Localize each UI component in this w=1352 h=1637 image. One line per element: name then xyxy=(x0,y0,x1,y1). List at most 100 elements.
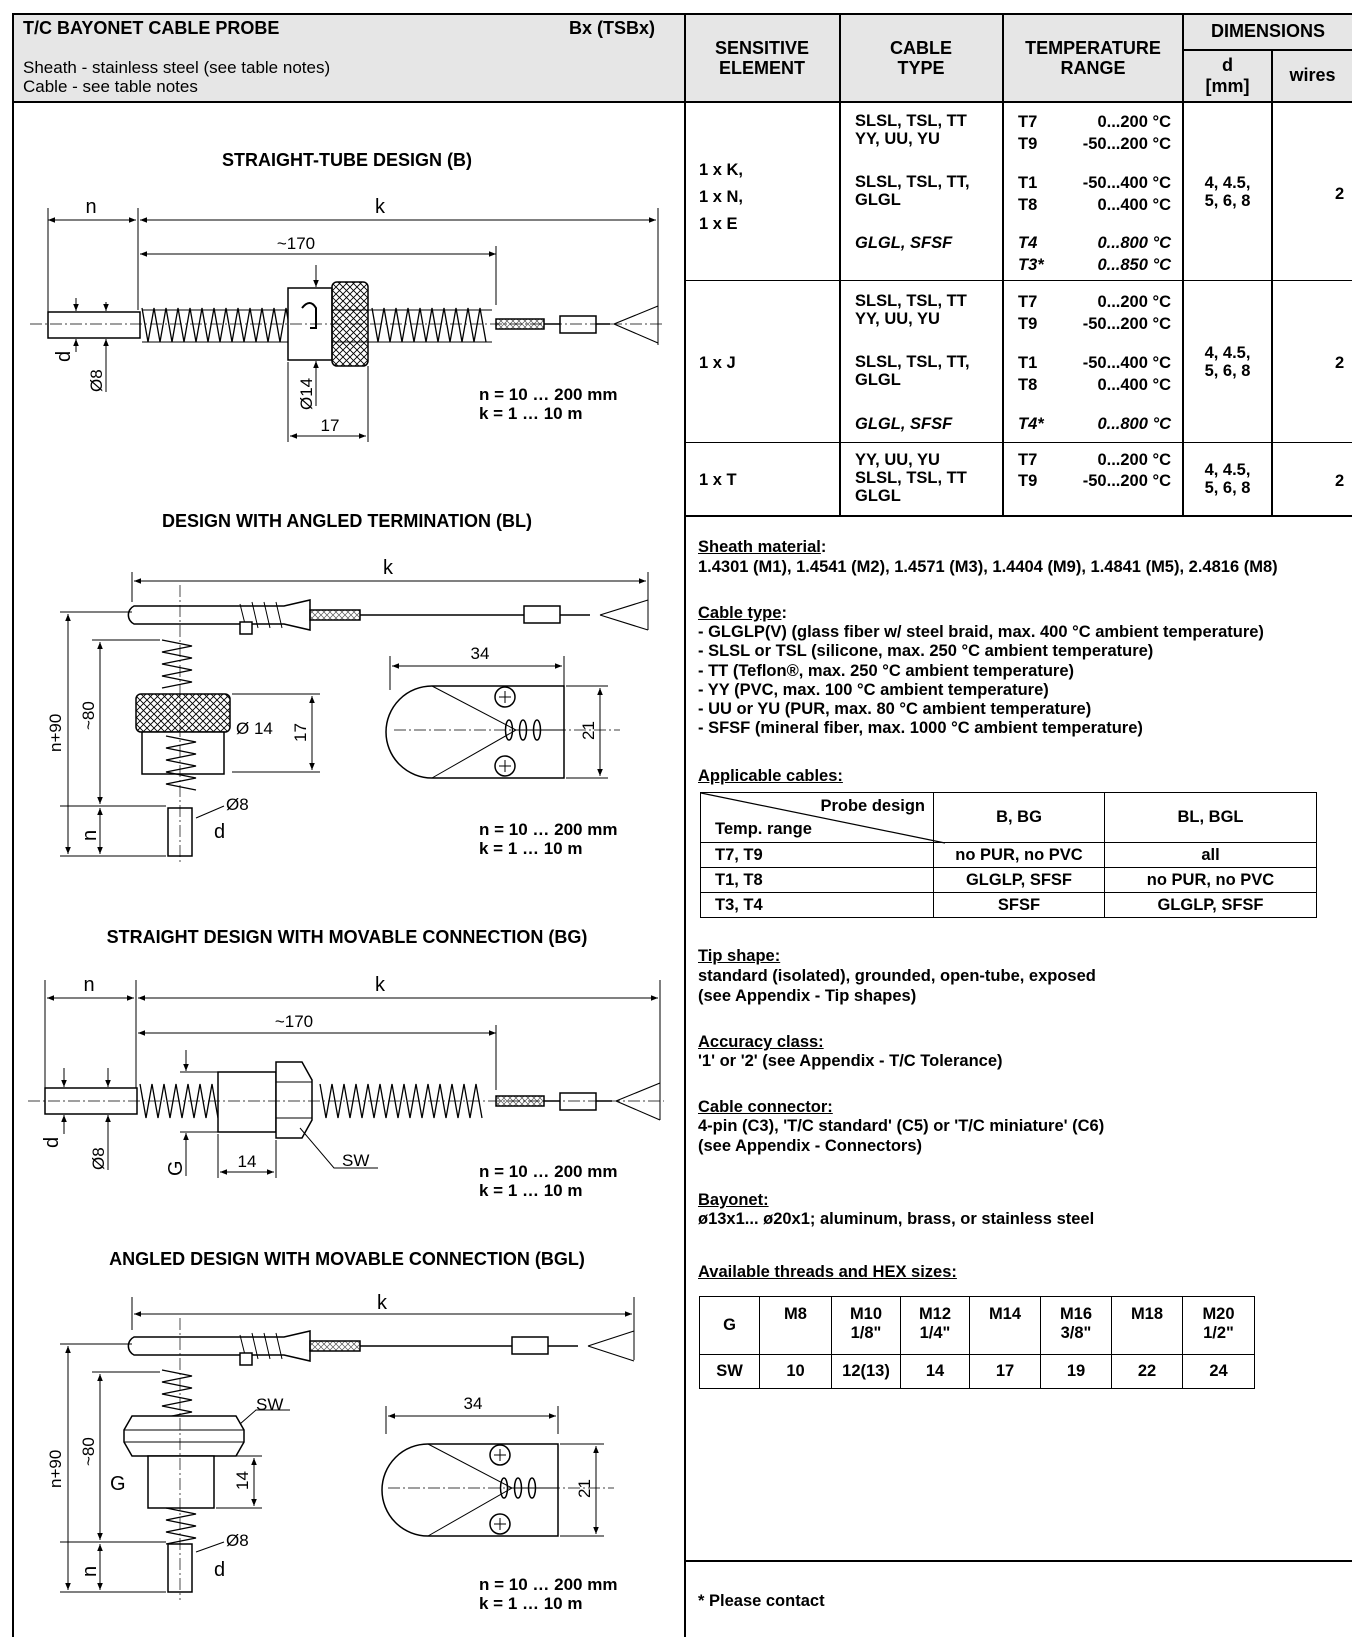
col-cable-1: CABLE xyxy=(890,38,952,58)
thread-value: M10 xyxy=(849,1305,883,1323)
drawing-b-k-range: k = 1 … 10 m xyxy=(479,404,582,423)
table-bottom-line xyxy=(684,515,1352,517)
row1-element-line: 1 x K, xyxy=(699,161,744,179)
drawing-bl-n90: n+90 xyxy=(46,714,65,752)
table-col-line xyxy=(1002,13,1004,516)
cable-line: SLSL, TSL, TT xyxy=(855,469,967,488)
drawing-bl-title: DESIGN WITH ANGLED TERMINATION (BL) xyxy=(162,511,532,531)
please-contact: * Please contact xyxy=(698,1592,825,1610)
row1-cable-a: SLSL, TSL, TT YY, UU, YU xyxy=(855,112,967,148)
drawing-bgl-21: 21 xyxy=(575,1479,594,1498)
thread-cell: M14 xyxy=(969,1296,1041,1355)
drawing-bl-n: n xyxy=(79,830,101,841)
col-sensitive-1: SENSITIVE xyxy=(714,38,810,58)
drawing-bl-21: 21 xyxy=(579,721,598,740)
cable-line: SLSL, TSL, TT, xyxy=(855,173,970,191)
cable-line: YY, UU, YU xyxy=(855,310,940,329)
g-label: G xyxy=(699,1296,760,1355)
cell: no PUR, no PVC xyxy=(933,842,1105,868)
drawing-bl-80: ~80 xyxy=(79,701,98,730)
drawing-bgl-80: ~80 xyxy=(79,1437,98,1466)
cell: T1, T8 xyxy=(700,867,934,893)
col-b-bg: B, BG xyxy=(933,792,1105,843)
drawing-b-n: n xyxy=(85,196,96,218)
thread-value: 1/4" xyxy=(919,1324,951,1342)
temp-range: 0...200 °C xyxy=(1097,113,1171,131)
drawing-bg-k: k xyxy=(375,974,386,996)
cell: SFSF xyxy=(933,892,1105,918)
cable-line: SLSL, TSL, TT xyxy=(855,292,967,310)
temp-code: T7 xyxy=(1018,113,1038,131)
temp-range: 0...850 °C xyxy=(1097,256,1171,274)
drawing-bgl-14: 14 xyxy=(233,1471,252,1490)
temp-range: 0...800 °C xyxy=(1097,415,1171,433)
tip-line: (see Appendix - Tip shapes) xyxy=(698,986,917,1005)
footer-line xyxy=(684,1560,1352,1562)
cell: T7, T9 xyxy=(700,842,934,868)
temp-code: T1 xyxy=(1018,354,1038,372)
temp-code: T9 xyxy=(1018,472,1038,490)
drawing-bl-d8: Ø8 xyxy=(226,795,249,814)
cable-subtitle: Cable - see table notes xyxy=(23,77,198,96)
sw-cell: 24 xyxy=(1182,1354,1255,1389)
cable-line: YY, UU, YU xyxy=(855,130,940,149)
temp-range: -50...400 °C xyxy=(1082,354,1171,372)
row1-d: 4, 4.5, 5, 6, 8 xyxy=(1184,174,1271,210)
cell: all xyxy=(1104,842,1317,868)
thread-cell: M18 xyxy=(1111,1296,1183,1355)
threads-heading: Available threads and HEX sizes: xyxy=(698,1263,957,1281)
note-heading: Sheath material xyxy=(698,538,821,556)
drawing-bl-d: d xyxy=(214,821,225,843)
temp-code: T8 xyxy=(1018,376,1038,394)
drawing-bg-170: ~170 xyxy=(275,1012,313,1031)
col-dimensions: DIMENSIONS xyxy=(1210,21,1325,41)
thread-value: M12 xyxy=(918,1305,952,1323)
row3-cable: YY, UU, YU SLSL, TSL, TT GLGL xyxy=(855,451,967,505)
cable-line: - SFSF (mineral fiber, max. 1000 °C ambi… xyxy=(698,719,1143,738)
drawing-b-d: d xyxy=(53,351,75,362)
temp-range: 0...200 °C xyxy=(1097,451,1171,469)
cell: GLGLP, SFSF xyxy=(933,867,1105,893)
drawing-b-170: ~170 xyxy=(277,234,315,253)
corner-bottom: Temp. range xyxy=(715,820,812,838)
accuracy-heading: Accuracy class: xyxy=(698,1033,824,1051)
connector-line: (see Appendix - Connectors) xyxy=(698,1136,922,1155)
temp-code: T7 xyxy=(1018,451,1038,469)
cable-line: SLSL, TSL, TT xyxy=(855,112,967,130)
temp-range: -50...200 °C xyxy=(1082,315,1171,333)
d-line: 5, 6, 8 xyxy=(1204,192,1251,211)
bayonet-heading: Bayonet: xyxy=(698,1191,769,1209)
drawing-bgl-sw: SW xyxy=(256,1395,283,1414)
thread-value: 3/8" xyxy=(1060,1324,1092,1342)
table-col-line xyxy=(1182,13,1184,516)
sheath-subtitle: Sheath - stainless steel (see table note… xyxy=(23,58,331,77)
thread-value: M8 xyxy=(784,1305,807,1323)
temp-range: -50...400 °C xyxy=(1082,174,1171,192)
thread-value: 1/2" xyxy=(1203,1324,1234,1342)
row2-cable-b: SLSL, TSL, TT, GLGL xyxy=(855,353,970,389)
connector-line: 4-pin (C3), 'T/C standard' (C5) or 'T/C … xyxy=(698,1117,1105,1135)
drawing-bg-sw: SW xyxy=(342,1151,369,1170)
product-code: Bx (TSBx) xyxy=(569,18,656,38)
row1-element: 1 x K, 1 x N, 1 x E xyxy=(699,157,743,238)
drawing-bl-d14: Ø 14 xyxy=(236,719,273,738)
d-line: 4, 4.5, xyxy=(1204,344,1251,362)
cable-note-lines: - GLGLP(V) (glass fiber w/ steel braid, … xyxy=(698,623,1264,739)
header-left-band xyxy=(13,14,684,102)
temp-code: T9 xyxy=(1018,135,1038,153)
drawing-bgl-n: n xyxy=(79,1566,101,1577)
cell: T3, T4 xyxy=(700,892,934,918)
sheath-note-text: 1.4301 (M1), 1.4541 (M2), 1.4571 (M3), 1… xyxy=(698,558,1278,576)
accuracy-text: '1' or '2' (see Appendix - T/C Tolerance… xyxy=(698,1052,1003,1070)
temp-code: T3* xyxy=(1018,256,1044,274)
drawing-bg-14: 14 xyxy=(238,1152,257,1171)
thread-value: 1/8" xyxy=(850,1324,882,1342)
drawing-bgl-k: k xyxy=(377,1292,388,1314)
temp-code: T4 xyxy=(1018,234,1038,252)
drawing-bgl-n90: n+90 xyxy=(46,1450,65,1488)
header-bottom-line xyxy=(12,101,1352,103)
thread-cell: M8 xyxy=(759,1296,832,1355)
